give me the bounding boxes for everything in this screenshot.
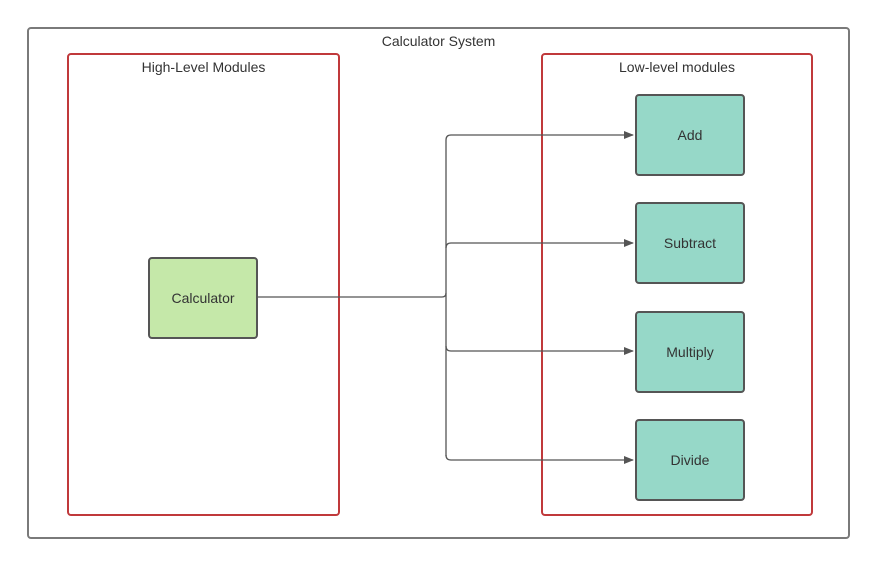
multiply-node: Multiply [635,311,745,393]
low-level-title: Low-level modules [619,59,735,75]
add-node: Add [635,94,745,176]
calculator-node: Calculator [148,257,258,339]
high-level-title: High-Level Modules [141,59,266,75]
calculator-system-frame: Calculator System [27,27,850,539]
subtract-node: Subtract [635,202,745,284]
low-level-modules-group: Low-level modules [541,53,813,516]
high-level-modules-group: High-Level Modules [67,53,340,516]
system-title: Calculator System [381,33,496,49]
divide-node: Divide [635,419,745,501]
